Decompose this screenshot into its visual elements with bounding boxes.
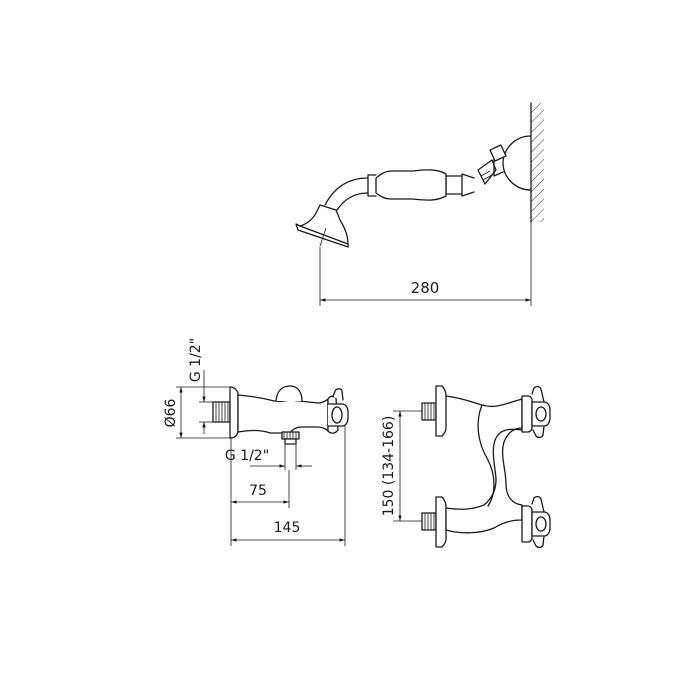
- mixer-dome: [275, 385, 303, 402]
- shower-head: [295, 204, 349, 248]
- front-body: [445, 395, 523, 534]
- hand-shower-view: 280: [295, 102, 544, 306]
- label-outlet-offset: 75: [249, 483, 267, 499]
- top-handle: [521, 385, 551, 439]
- dimension-75: 75: [230, 438, 290, 546]
- dimension-outlet-thread: G 1/2": [225, 444, 312, 470]
- bottom-inlet: [421, 496, 447, 548]
- dimension-280: 280: [319, 222, 532, 306]
- top-inlet: [421, 385, 447, 437]
- mixer-handle: [327, 388, 349, 434]
- dimension-inlet-thread: G 1/2": [188, 338, 213, 434]
- shower-handle: [367, 169, 475, 201]
- outlet-thread: [281, 431, 300, 445]
- wall: [530, 102, 544, 223]
- escutcheon: [229, 386, 239, 439]
- label-body-diameter: Ø66: [163, 398, 179, 427]
- inlet-thread: [212, 401, 231, 423]
- mixer-side-view: Ø66 G 1/2" G 1/2" 75: [163, 338, 349, 546]
- wall-bracket: [477, 135, 532, 191]
- label-total-depth: 145: [274, 520, 301, 536]
- dimension-145: 145: [231, 426, 346, 546]
- dimension-center-distance: 150 (134-166): [381, 410, 422, 522]
- mixer-front-view: 150 (134-166): [381, 385, 551, 549]
- bottom-handle: [521, 495, 551, 549]
- label-center-distance: 150 (134-166): [381, 416, 397, 517]
- label-inlet-thread: G 1/2": [188, 338, 204, 382]
- dimension-diameter: Ø66: [163, 386, 230, 439]
- label-outlet-thread: G 1/2": [225, 448, 269, 464]
- shower-neck: [324, 177, 369, 211]
- label-shower-length: 280: [411, 279, 440, 297]
